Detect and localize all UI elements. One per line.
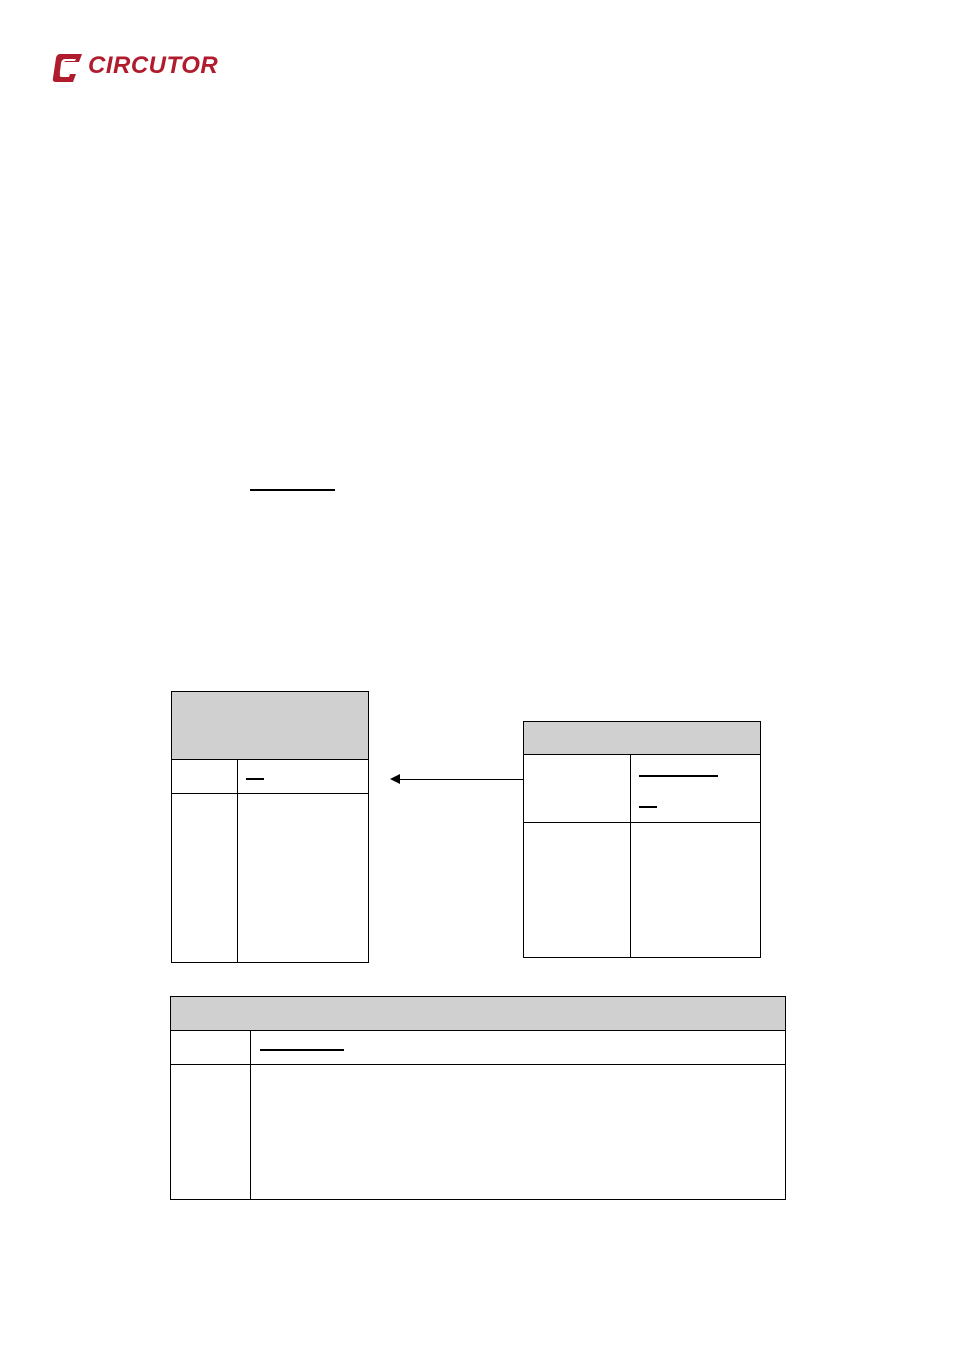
right-table-cell [523,754,631,823]
cell-underline [639,806,657,808]
left-table-header [171,691,369,760]
brand-name: CIRCUTOR [88,52,219,79]
arrow-left-icon [390,774,400,784]
circutor-c-logo-icon [52,54,82,82]
cell-underline [246,778,264,780]
right-table-cell [523,822,631,958]
bottom-table-cell [170,1064,251,1200]
right-table [523,721,761,958]
text-underline-mark [250,489,335,491]
bottom-table [170,996,786,1200]
cell-underline [639,775,718,777]
right-table-cell [630,754,761,823]
bottom-table-cell [250,1030,786,1065]
bottom-table-cell [250,1064,786,1200]
bottom-table-header [170,996,786,1031]
left-table [171,691,369,963]
arrow-connector-line [399,779,523,780]
right-table-cell [630,822,761,958]
left-table-cell [171,793,238,963]
left-table-cell [171,759,238,794]
bottom-table-cell [170,1030,251,1065]
brand-logo: CIRCUTOR [52,50,222,84]
right-table-header [523,721,761,755]
left-table-cell [237,793,369,963]
cell-underline [260,1049,344,1051]
left-table-cell [237,759,369,794]
